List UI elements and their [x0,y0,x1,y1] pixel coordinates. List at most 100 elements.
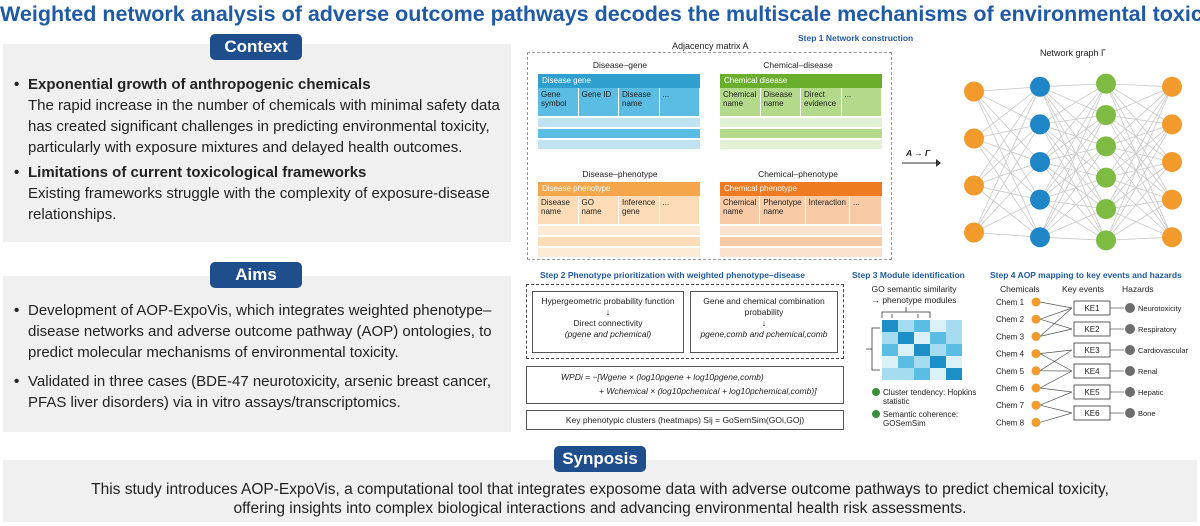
key-events-column-label: Key events [1062,284,1105,294]
heatmap-cell [882,320,898,332]
network-edge [973,138,1041,200]
table-column: Disease name [619,88,660,116]
down-arrow-icon: ↓ [761,318,767,328]
network-edge [1039,161,1107,241]
network-edge [973,138,1041,238]
heatmap-cell [898,356,914,368]
chemical-label: Chem 5 [996,367,1025,376]
network-edge [973,199,1041,233]
network-edge [1105,83,1173,163]
wpd-formula-box: WPDi = −[Wgene × (log10pgene + log10pgen… [526,366,844,404]
network-node [1162,76,1182,97]
key-event-label: KE4 [1084,367,1100,376]
heatmap-cell [930,368,946,380]
network-edge [973,232,1041,238]
key-event-box [1073,405,1111,421]
step1-label: Step 1 Network construction [798,33,914,43]
hazard-organ-icon [1125,345,1135,355]
network-edge [1105,208,1173,238]
network-node [1096,136,1116,157]
section-label: Chemical–disease [763,60,833,70]
table-row [538,237,700,246]
network-edge [1039,114,1107,163]
chemical-phenotype-table: Chemical phenotype Chemical name Phenoty… [720,182,882,257]
network-edge [1039,86,1107,241]
check-icon [872,410,880,418]
context-item: Exponential growth of anthropogenic chem… [14,74,506,158]
network-node [1096,73,1116,94]
hazard-organ-icon [1125,366,1135,376]
network-edge [1039,83,1107,163]
chemical-disease-table: Chemical disease Chemical name Disease n… [720,74,882,149]
network-edge [1039,114,1107,200]
aop-link [1039,349,1073,354]
network-edge [1039,124,1107,210]
table-column: Inference gene [619,196,660,224]
step3-subtitle: GO semantic similarity [871,284,957,294]
table-header: Disease phenotype [538,182,700,196]
network-edge [1039,177,1107,200]
network-edge [1105,199,1173,210]
check-icon [872,388,880,396]
aop-link [1039,391,1073,406]
table-row [720,226,882,235]
chemical-label: Chem 6 [996,384,1025,393]
network-edge [1039,199,1107,210]
network-edge [1039,146,1107,238]
heatmap-cell [930,356,946,368]
context-item-heading: Limitations of current toxicological fra… [28,164,367,181]
box-subtitle: Direct connectivity [573,318,643,328]
table-column: Phenotype name [760,196,806,224]
network-edge [1105,124,1173,178]
context-item-text: The rapid increase in the number of chem… [28,97,500,156]
table-row [538,118,700,127]
network-edge [973,91,1041,125]
network-edge [1105,145,1173,163]
dendrogram [866,327,880,371]
chemical-node [1031,349,1041,359]
table-column: Chemical name [720,88,761,116]
heatmap-cell [914,368,930,380]
chemical-label: Chem 8 [996,418,1025,427]
network-edge [1039,83,1107,125]
chemical-label: Chem 1 [996,298,1025,307]
aop-link [1039,328,1073,337]
key-event-box [1073,384,1111,400]
network-edge [1105,124,1173,147]
network-edge [1105,236,1173,241]
step3-subtitle: → phenotype modules [871,295,957,305]
hazard-organ-icon [1125,408,1135,418]
aop-link [1039,387,1073,393]
network-edge [973,86,1041,186]
table-row [720,237,882,246]
heatmap-cell [882,344,898,356]
heatmap-cell [882,356,898,368]
network-edge [1105,83,1173,238]
table-header: Chemical phenotype [720,182,882,196]
formula-line: WPDi = −[Wgene × (log10pgene + log10pgen… [561,372,764,382]
network-edge [973,91,1041,163]
hazard-label: Renal [1138,367,1158,376]
table-row [720,118,882,127]
heatmap-cell [914,344,930,356]
disease-phenotype-table: Disease phenotype Disease name GO name I… [538,182,700,257]
table-column: Disease name [538,196,579,224]
context-item-heading: Exponential growth of anthropogenic chem… [28,76,371,93]
network-edge [1105,114,1173,163]
down-arrow-icon: ↓ [605,307,611,317]
network-node [964,81,984,102]
network-edge [1039,86,1107,116]
network-edge [973,86,1041,139]
aop-link [1039,370,1073,389]
network-edge [1039,146,1107,200]
chemical-label: Chem 2 [996,315,1025,324]
network-node [1096,199,1116,219]
table-row [538,140,700,149]
network-node [1096,105,1116,125]
network-edge [973,91,1041,238]
network-edge [1105,114,1173,200]
context-heading: Context [210,34,302,60]
network-edge [1105,83,1173,125]
network-edge [973,185,1041,238]
chemical-node [1031,366,1041,376]
